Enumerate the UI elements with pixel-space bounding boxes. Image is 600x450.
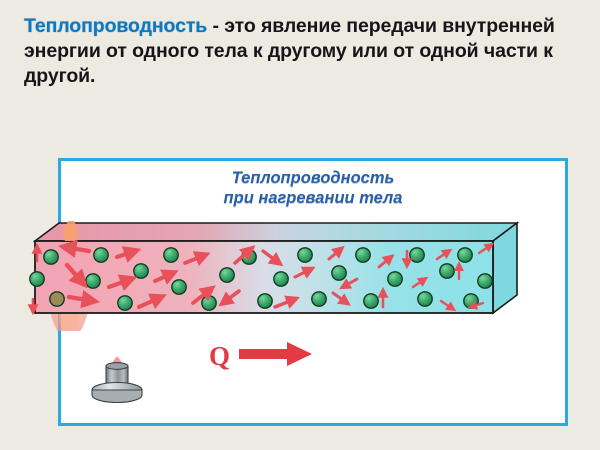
page-title-dash: -: [207, 15, 225, 37]
diagram-caption: Теплопроводность при нагревании тела: [61, 168, 565, 208]
page-title: Теплопроводность - это явление передачи …: [24, 14, 580, 89]
heated-rod-illustration: [13, 221, 523, 331]
motion-arrow-group: [27, 239, 495, 316]
burner-icon: [85, 355, 149, 404]
page-title-definition: это явление передачи внутренней энергии …: [24, 15, 555, 87]
page-title-term: Теплопроводность: [24, 15, 208, 37]
diagram-panel: Теплопроводность при нагревании тела: [27, 158, 568, 426]
heat-flow-label: Q: [209, 341, 313, 372]
flame-tip-icon: [63, 221, 78, 241]
diagram-caption-line-1: Теплопроводность: [231, 169, 395, 187]
diagram-caption-line-2: при нагревании тела: [223, 189, 403, 207]
molecule-group: [29, 247, 493, 311]
heat-flow-letter: Q: [209, 341, 231, 371]
right-arrow-icon: [239, 341, 313, 372]
